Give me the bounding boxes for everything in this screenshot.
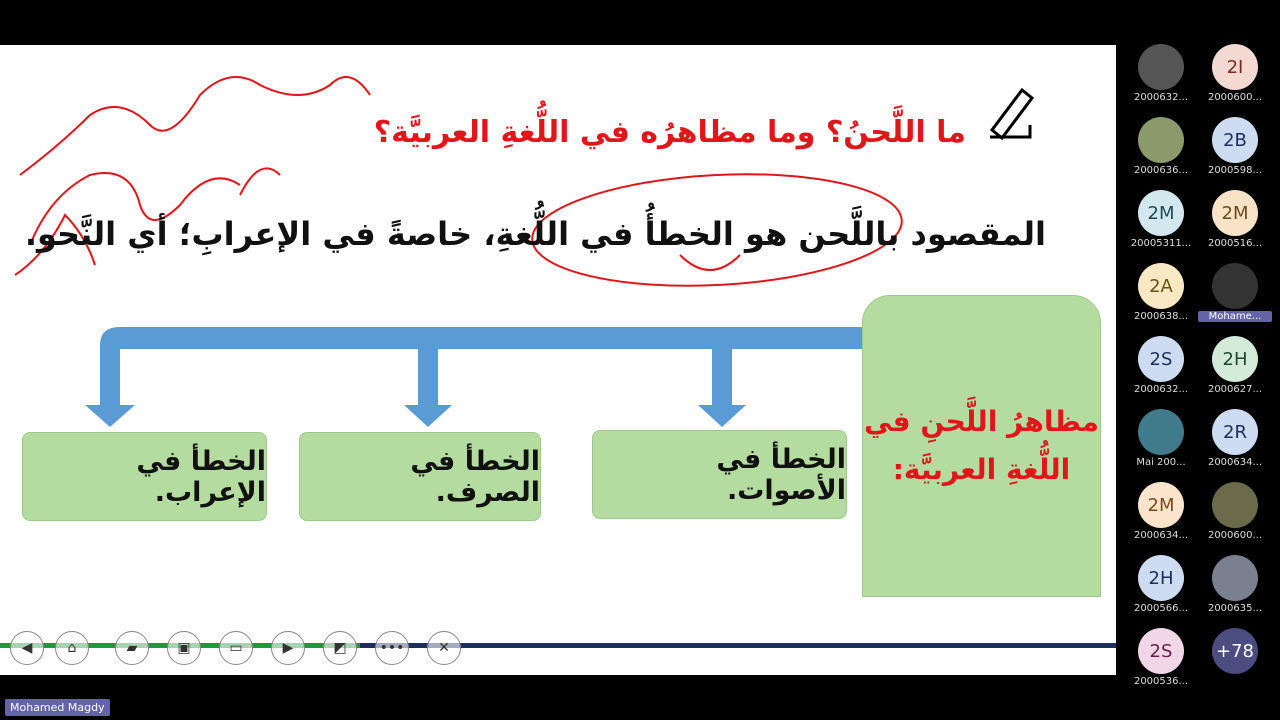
- avatar: 2S: [1138, 336, 1184, 382]
- participant-name: 2000600...: [1207, 530, 1263, 541]
- participant-tile[interactable]: +78: [1198, 628, 1272, 676]
- avatar: [1212, 263, 1258, 309]
- participant-name: 2000634...: [1207, 457, 1263, 468]
- participant-name: 20005311...: [1130, 238, 1192, 249]
- home-icon[interactable]: ⌂: [55, 631, 89, 665]
- avatar: 2A: [1138, 263, 1184, 309]
- participant-tile[interactable]: 2M 2000634...: [1124, 482, 1198, 541]
- more-icon[interactable]: •••: [375, 631, 409, 665]
- participant-name: 2000638...: [1133, 311, 1189, 322]
- flow-arrow: [698, 349, 746, 427]
- participant-name: 2000627...: [1207, 384, 1263, 395]
- participant-name: 2000632...: [1133, 92, 1189, 103]
- subtitle-icon[interactable]: ▭: [219, 631, 253, 665]
- participant-tile[interactable]: 2R 2000634...: [1198, 409, 1272, 468]
- avatar: 2M: [1138, 482, 1184, 528]
- slide-graphics: [14, 76, 1035, 427]
- participant-name: 2000600...: [1207, 92, 1263, 103]
- participant-tile[interactable]: 2H 2000566...: [1124, 555, 1198, 614]
- avatar: 2M: [1212, 190, 1258, 236]
- participant-tile[interactable]: 2B 2000598...: [1198, 117, 1272, 176]
- participant-name: 2000636...: [1133, 165, 1189, 176]
- participant-name: 2000635...: [1207, 603, 1263, 614]
- flow-arrow: [404, 349, 452, 427]
- participant-name: Mai 200...: [1136, 457, 1186, 468]
- end-show-icon[interactable]: ✕: [427, 631, 461, 665]
- avatar: +78: [1212, 628, 1258, 674]
- avatar: 2M: [1138, 190, 1184, 236]
- participant-tile[interactable]: 2M 2000516...: [1198, 190, 1272, 249]
- avatar: 2R: [1212, 409, 1258, 455]
- avatar: 2B: [1212, 117, 1258, 163]
- annotation-ink: [14, 76, 903, 287]
- avatar: 2S: [1138, 628, 1184, 674]
- participant-tile[interactable]: 2000600...: [1198, 482, 1272, 541]
- participant-tile[interactable]: 2000635...: [1198, 555, 1272, 614]
- avatar: 2H: [1212, 336, 1258, 382]
- participant-name: Mohame...: [1198, 311, 1272, 322]
- back-icon[interactable]: ◀: [10, 631, 44, 665]
- box-phonetics: الخطأ في الأصوات.: [592, 430, 847, 519]
- eraser-icon[interactable]: ▰: [115, 631, 149, 665]
- slide-body-text: المقصود باللَّحن هو الخطأُ في اللُّغةِ، …: [24, 215, 1046, 253]
- avatar: [1212, 482, 1258, 528]
- presenter-name-tag: Mohamed Magdy: [5, 699, 110, 716]
- box-syntax: الخطأ في الإعراب.: [22, 432, 267, 521]
- participant-tile[interactable]: 2A 2000638...: [1124, 263, 1198, 322]
- participant-tile[interactable]: 2I 2000600...: [1198, 44, 1272, 103]
- avatar: 2I: [1212, 44, 1258, 90]
- participant-tile[interactable]: 2S 2000632...: [1124, 336, 1198, 395]
- participant-name: 2000566...: [1133, 603, 1189, 614]
- avatar: [1138, 44, 1184, 90]
- avatar: [1212, 555, 1258, 601]
- participant-tile[interactable]: Mohame...: [1198, 263, 1272, 322]
- participant-tile[interactable]: 2000632...: [1124, 44, 1198, 103]
- avatar: [1138, 409, 1184, 455]
- participant-tile[interactable]: Mai 200...: [1124, 409, 1198, 468]
- participant-name: 2000632...: [1133, 384, 1189, 395]
- participant-tile[interactable]: 2S 2000536...: [1124, 628, 1198, 687]
- avatar: 2H: [1138, 555, 1184, 601]
- participant-name: 2000634...: [1133, 530, 1189, 541]
- video-icon[interactable]: ▶: [271, 631, 305, 665]
- participant-name: 2000536...: [1133, 676, 1189, 687]
- slideshow-toolbar: ◀ ⌂ ▰ ▣ ▭ ▶ ◩ ••• ✕: [0, 628, 1116, 668]
- participant-name: 2000516...: [1207, 238, 1263, 249]
- participant-tile[interactable]: 2M 20005311...: [1124, 190, 1198, 249]
- main-concept-box: مظاهرُ اللَّحنِ في اللُّغةِ العربيَّة:: [862, 295, 1101, 597]
- slides-icon[interactable]: ▣: [167, 631, 201, 665]
- box-morphology: الخطأ في الصرف.: [299, 432, 541, 521]
- participant-name: 2000598...: [1207, 165, 1263, 176]
- pointer-icon[interactable]: ◩: [323, 631, 357, 665]
- participant-tile[interactable]: 2H 2000627...: [1198, 336, 1272, 395]
- participant-tile[interactable]: 2000636...: [1124, 117, 1198, 176]
- flow-arrow: [85, 327, 862, 427]
- avatar: [1138, 117, 1184, 163]
- pen-icon: [989, 87, 1035, 141]
- presentation-slide: ما اللَّحنُ؟ وما مظاهرُه في اللُّغةِ الع…: [0, 45, 1116, 675]
- slide-title: ما اللَّحنُ؟ وما مظاهرُه في اللُّغةِ الع…: [373, 115, 966, 150]
